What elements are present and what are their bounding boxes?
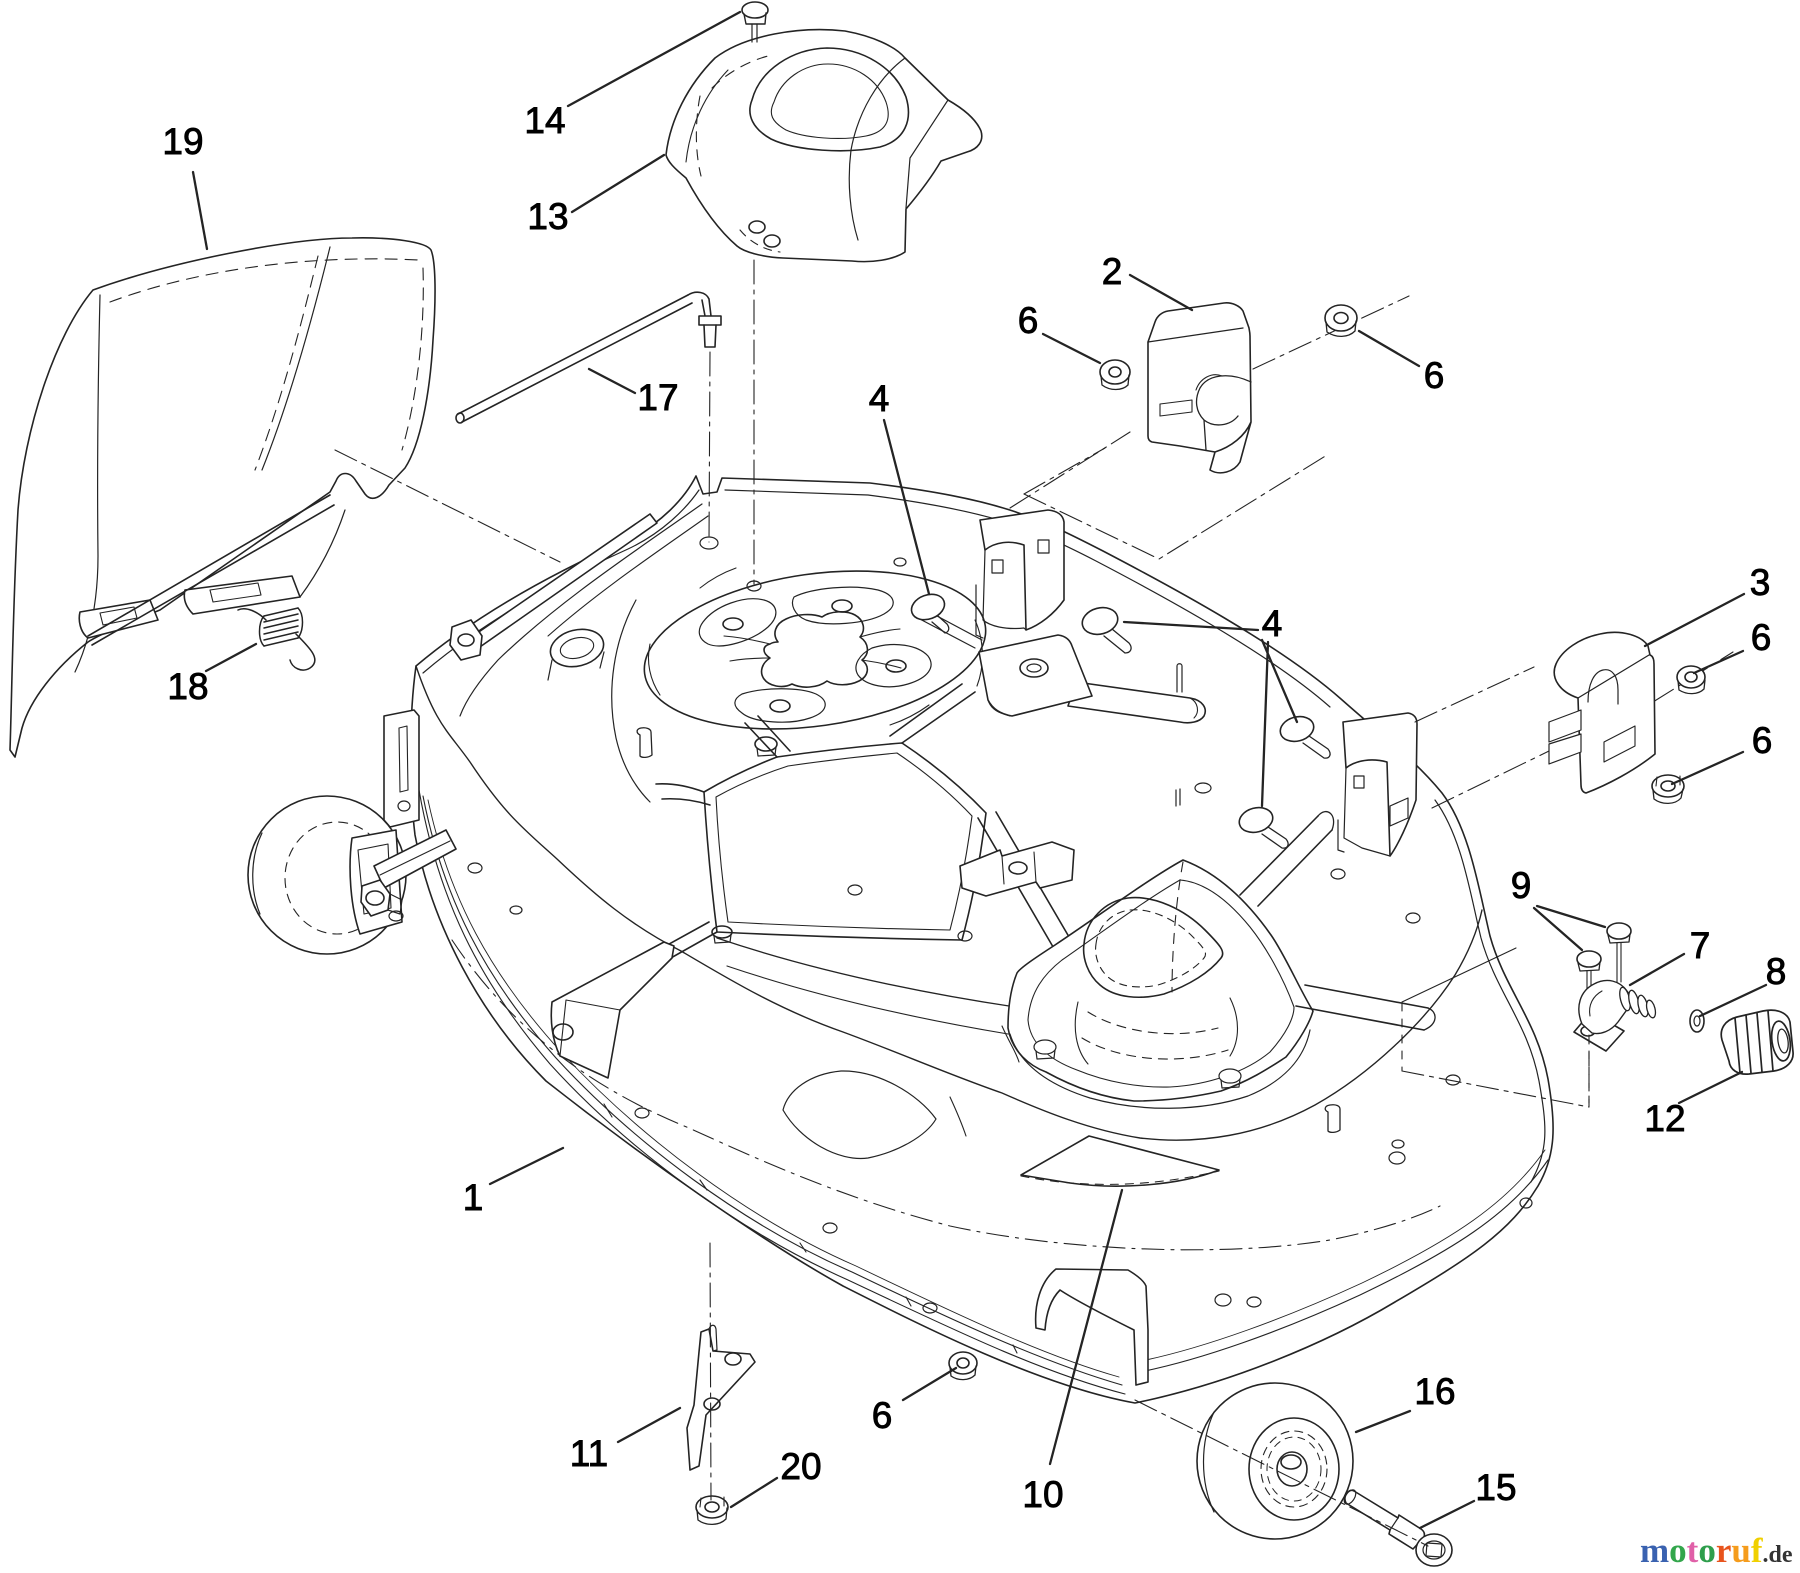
svg-text:3: 3 <box>1750 562 1771 603</box>
svg-text:11: 11 <box>570 1433 608 1474</box>
svg-text:12: 12 <box>1644 1098 1685 1139</box>
svg-text:15: 15 <box>1475 1467 1516 1508</box>
svg-text:4: 4 <box>1262 603 1283 644</box>
svg-text:8: 8 <box>1766 951 1787 992</box>
svg-text:14: 14 <box>524 100 565 141</box>
svg-text:9: 9 <box>1511 865 1532 906</box>
svg-text:7: 7 <box>1690 925 1711 966</box>
svg-text:1: 1 <box>463 1177 484 1218</box>
svg-text:10: 10 <box>1022 1474 1063 1515</box>
svg-text:20: 20 <box>780 1446 821 1487</box>
svg-text:6: 6 <box>1752 720 1773 761</box>
svg-text:4: 4 <box>869 378 890 419</box>
svg-text:motoruf.de: motoruf.de <box>1640 1531 1793 1570</box>
svg-text:17: 17 <box>637 377 678 418</box>
svg-text:6: 6 <box>872 1395 893 1436</box>
svg-text:18: 18 <box>167 666 208 707</box>
svg-text:2: 2 <box>1102 251 1123 292</box>
svg-text:6: 6 <box>1018 300 1039 341</box>
svg-text:13: 13 <box>527 196 568 237</box>
svg-text:19: 19 <box>162 121 203 162</box>
svg-text:6: 6 <box>1751 617 1772 658</box>
svg-text:6: 6 <box>1424 355 1445 396</box>
svg-text:16: 16 <box>1414 1371 1455 1412</box>
